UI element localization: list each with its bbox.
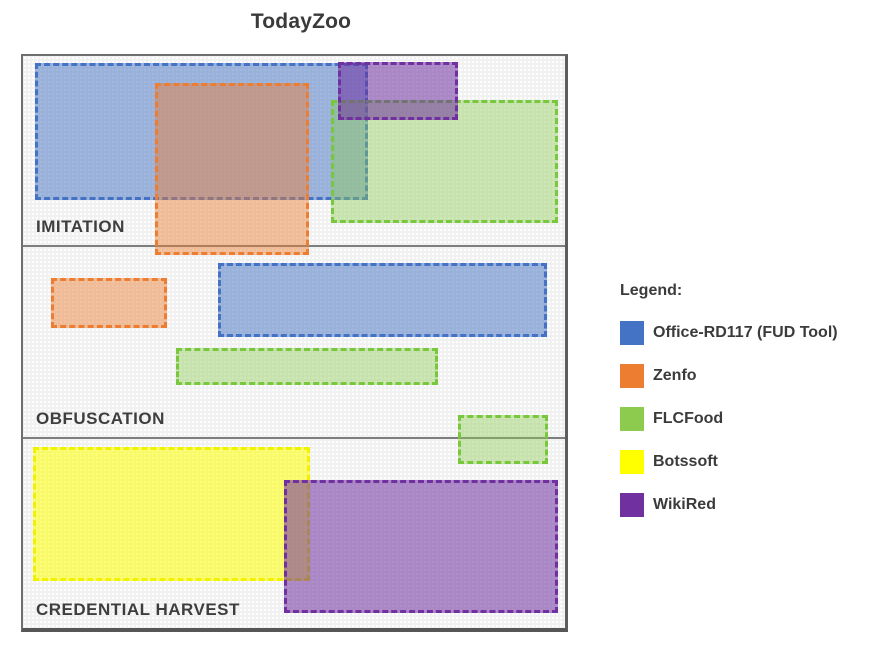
legend-item-label: FLCFood <box>653 410 724 427</box>
legend-color-swatch <box>620 450 644 474</box>
legend: Legend: Office-RD117 (FUD Tool) Zenfo FL… <box>620 282 838 536</box>
legend-item: Botssoft <box>620 450 838 474</box>
legend-color-swatch <box>620 364 644 388</box>
section-label: IMITATION <box>36 217 125 237</box>
legend-item-label: Office-RD117 (FUD Tool) <box>653 324 838 341</box>
section-label: CREDENTIAL HARVEST <box>36 599 240 619</box>
legend-item: FLCFood <box>620 407 838 431</box>
page-title: TodayZoo <box>250 10 352 33</box>
legend-heading: Legend: <box>620 282 683 299</box>
legend-item: Zenfo <box>620 364 838 388</box>
section-obfuscation: OBFUSCATION <box>23 245 565 436</box>
legend-color-swatch <box>620 321 644 345</box>
legend-item: WikiRed <box>620 493 838 517</box>
legend-color-swatch <box>620 493 644 517</box>
legend-item-label: WikiRed <box>653 496 716 513</box>
section-label: OBFUSCATION <box>36 408 165 428</box>
section-credential-harvest: CREDENTIAL HARVEST <box>23 436 565 628</box>
legend-color-swatch <box>620 407 644 431</box>
legend-item-label: Botssoft <box>653 453 718 470</box>
section-imitation: IMITATION <box>23 56 565 245</box>
legend-item-label: Zenfo <box>653 367 697 384</box>
diagram-frame: IMITATION OBFUSCATION CREDENTIAL HARVEST <box>21 54 568 632</box>
legend-item: Office-RD117 (FUD Tool) <box>620 321 838 345</box>
